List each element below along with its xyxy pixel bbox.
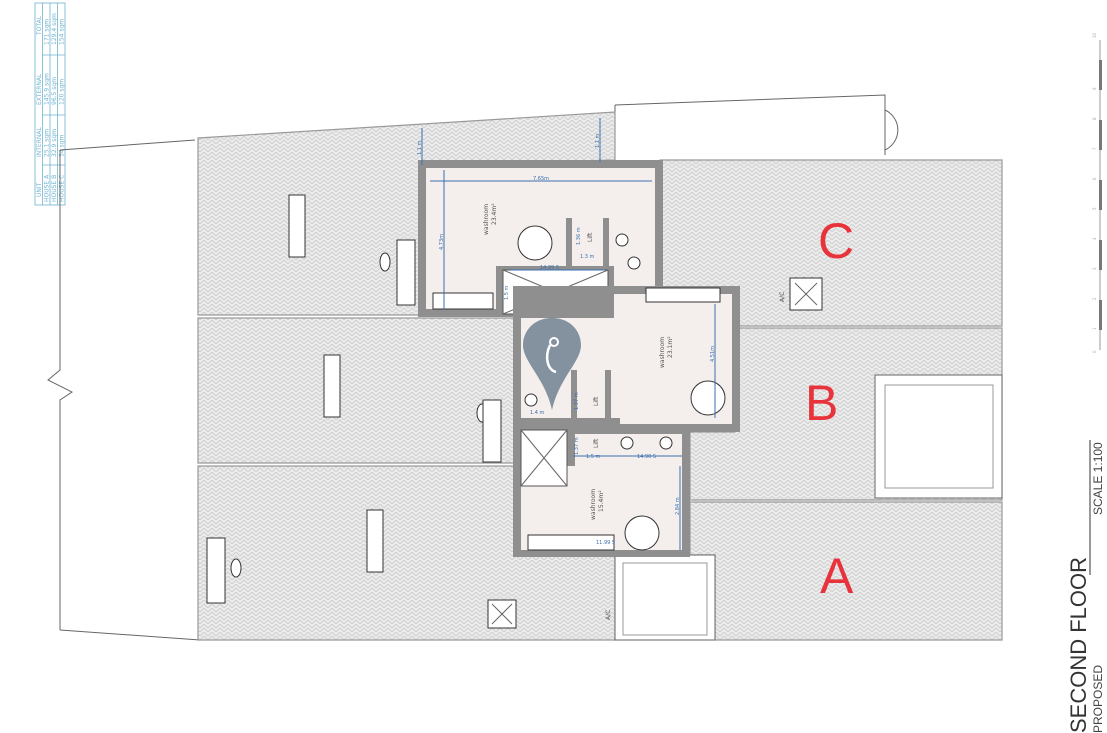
ac-units: A/C A/C: [487, 277, 823, 629]
svg-text:145.9 sqm: 145.9 sqm: [44, 73, 51, 105]
drawing-subtitle: PROPOSED: [1091, 665, 1105, 733]
unit-label-a: A: [820, 548, 854, 604]
drawing-title: SECOND FLOOR: [1066, 557, 1091, 733]
dimension: 11.99 S: [596, 540, 615, 546]
scale-bar: 0 1 2 3 4 5 6 7 8 9 10: [1092, 32, 1102, 353]
table-header: EXTERNAL: [36, 73, 43, 105]
svg-text:25.1 sqm: 25.1 sqm: [44, 129, 51, 157]
svg-text:4: 4: [1092, 237, 1097, 240]
table-row: HOUSE B 32.9 sqm 96.5 sqm 129.4 sqm: [51, 13, 58, 202]
svg-text:96.5 sqm: 96.5 sqm: [51, 77, 58, 105]
ac-label: A/C: [779, 292, 786, 302]
svg-text:HOUSE A: HOUSE A: [44, 174, 51, 202]
dimension: 2.84 m: [675, 497, 681, 515]
location-pin-icon[interactable]: [523, 318, 581, 410]
svg-text:0: 0: [1092, 350, 1097, 353]
dimension: 1.5 m: [586, 454, 601, 460]
lift-label: Lift: [593, 438, 600, 448]
dimension: 1.1 m: [595, 133, 601, 148]
svg-text:10: 10: [1092, 32, 1097, 38]
svg-text:8: 8: [1092, 117, 1097, 120]
drawing-scale: SCALE 1:100: [1091, 442, 1105, 515]
svg-text:120 sqm: 120 sqm: [59, 79, 66, 105]
ac-label: A/C: [605, 610, 612, 620]
dimension: 14.90 S: [637, 454, 656, 460]
svg-text:3: 3: [1092, 267, 1097, 270]
svg-text:34 sqm: 34 sqm: [59, 135, 66, 157]
svg-text:7: 7: [1092, 147, 1097, 150]
dimension: 1.37 m: [574, 392, 580, 410]
dimension: 4.51m: [710, 346, 716, 362]
dimension: 1.37 m: [574, 437, 580, 455]
room-area: 23.1m²: [667, 336, 674, 358]
dimension: 1.1 m: [417, 140, 423, 155]
svg-text:HOUSE B: HOUSE B: [51, 175, 58, 202]
svg-text:9: 9: [1092, 87, 1097, 90]
table-row: HOUSE A 25.1 sqm 145.9 sqm 171 sqm: [44, 19, 51, 202]
room-name: washroom: [590, 489, 597, 520]
svg-text:32.9 sqm: 32.9 sqm: [51, 129, 58, 157]
room-area: 15.4m²: [598, 490, 605, 512]
table-row: HOUSE C 34 sqm 120 sqm 154 sqm: [59, 19, 66, 202]
lift-label: Lift: [593, 396, 600, 406]
dimension: 14.99 S: [540, 265, 559, 271]
svg-text:6: 6: [1092, 177, 1097, 180]
dimension: 1.3 m: [580, 254, 595, 260]
room-bottom-washroom: washroom 15.4m² Lift 1.5 m 14.90 S 1.37 …: [513, 426, 690, 557]
svg-text:2: 2: [1092, 297, 1097, 300]
room-area: 23.4m²: [491, 203, 498, 225]
table-header: UNIT: [36, 182, 43, 197]
svg-text:171 sqm: 171 sqm: [44, 19, 51, 45]
room-middle-washroom: washroom 23.1m² Lift 4.51m 1.4 m 1.37 m: [513, 286, 740, 432]
svg-text:129.4 sqm: 129.4 sqm: [51, 13, 58, 45]
dimension: 1.5 m: [504, 285, 510, 300]
dimension: 1.4 m: [530, 410, 545, 416]
area-table: UNIT INTERNAL EXTERNAL TOTAL HOUSE A 25.…: [34, 2, 66, 206]
dining-tables: [206, 194, 502, 604]
title-block: SECOND FLOOR PROPOSED SCALE 1:100: [1066, 440, 1105, 733]
dimension: 7.65m: [533, 176, 549, 182]
lift-label: Lift: [587, 232, 594, 242]
unit-label-b: B: [805, 375, 838, 431]
table-header: TOTAL: [36, 15, 43, 36]
room-name: washroom: [483, 204, 490, 235]
svg-text:HOUSE C: HOUSE C: [59, 175, 66, 202]
table-header: INTERNAL: [36, 127, 43, 157]
svg-text:5: 5: [1092, 207, 1097, 210]
svg-text:154 sqm: 154 sqm: [59, 19, 66, 45]
room-name: washroom: [659, 337, 666, 368]
room-top-washroom: washroom 23.4m² Lift 7.65m 4.73m 14.99 S…: [418, 160, 663, 317]
dimension: 4.73m: [439, 234, 445, 250]
svg-text:1: 1: [1092, 327, 1097, 330]
dimension: 1.36 m: [576, 227, 582, 245]
unit-label-c: C: [818, 213, 854, 269]
terraces: [197, 111, 1003, 641]
